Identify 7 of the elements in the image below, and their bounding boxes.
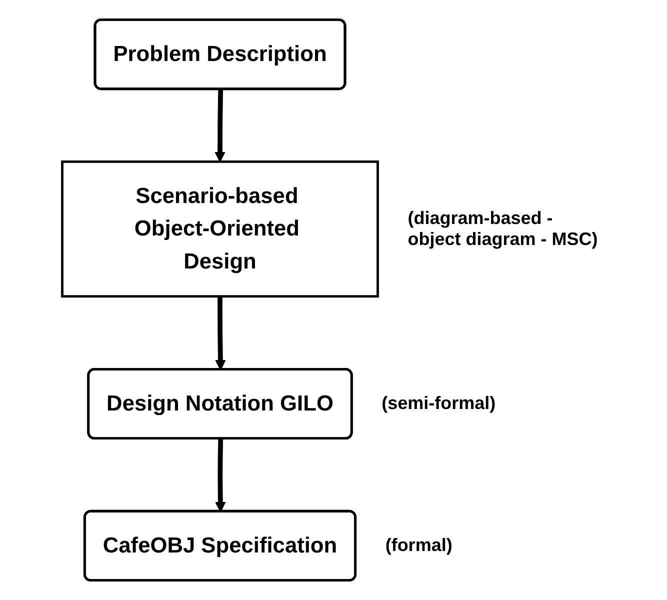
node-box: Scenario-based Object-Oriented Design (61, 160, 379, 298)
arrow (214, 89, 226, 162)
arrow (215, 296, 226, 370)
annotation-text: (diagram-based - object diagram - MSC) (408, 208, 599, 250)
annotation-text: (semi-formal) (382, 393, 496, 414)
arrow (215, 438, 226, 512)
annotation-text: (formal) (385, 535, 452, 556)
